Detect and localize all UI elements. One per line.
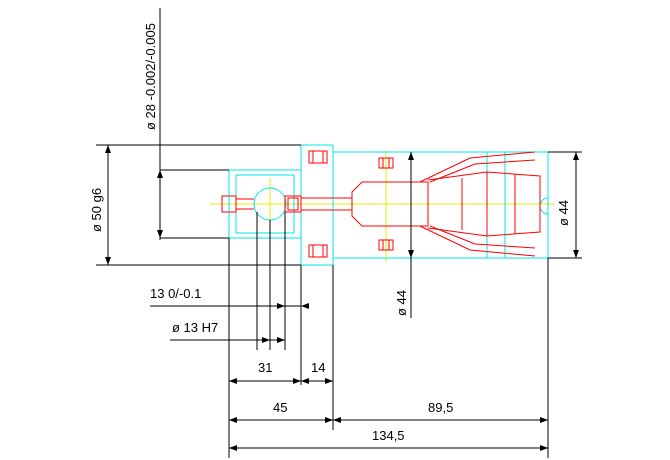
len134-label: 134,5 [372,428,405,443]
len89-label: 89,5 [428,400,453,415]
internal-details [221,150,541,258]
d50-label: ø 50 g6 [89,188,104,232]
dim-d50: ø 50 g6 [89,144,301,266]
dim-len31-len14: 31 14 [228,238,334,458]
d44-bottom-label: ø 44 [394,290,409,316]
len14-label: 14 [311,360,325,375]
dim-len13: 13 0/-0.1 [150,212,309,385]
bore13-label: ø 13 H7 [172,320,218,335]
len31-label: 31 [258,360,272,375]
len45-label: 45 [273,400,287,415]
d44-right-label: ø 44 [556,200,571,226]
dim-d28: ø 28 -0.002/-0.005 [143,8,229,240]
len13-label: 13 0/-0.1 [150,286,201,301]
dim-d44-right: ø 44 [548,151,582,259]
dim-len45-len89: 45 89,5 [229,258,549,458]
dim-d44-bottom: ø 44 [394,152,414,318]
dim-bore13: ø 13 H7 [170,212,285,350]
d28-label: ø 28 -0.002/-0.005 [143,23,158,130]
dim-len134: 134,5 [229,428,548,451]
